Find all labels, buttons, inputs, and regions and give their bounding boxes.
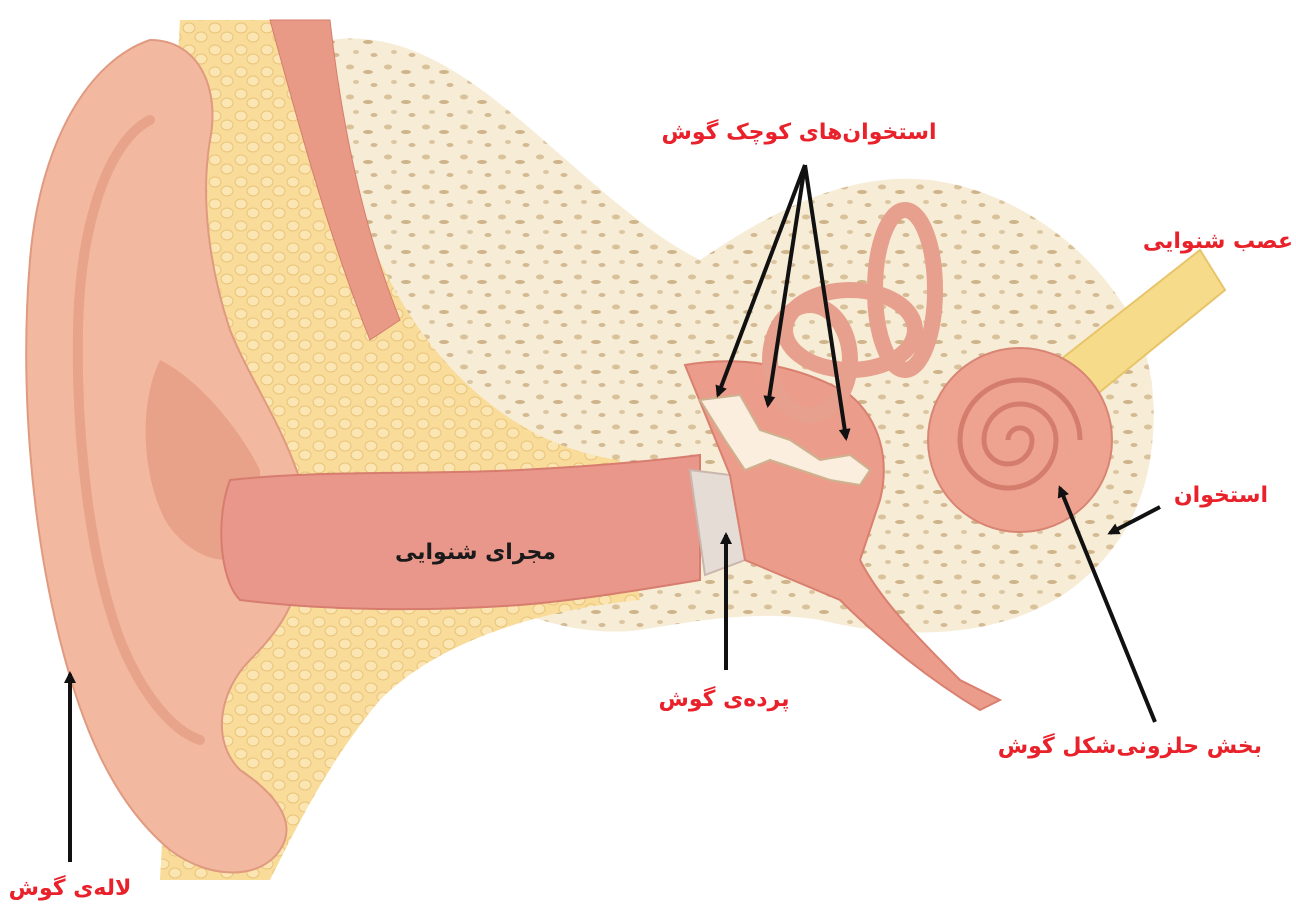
label-ear-canal: مجرای شنوایی: [404, 542, 556, 564]
label-cochlea: بخش حلزونی‌شکل گوش: [1000, 736, 1262, 758]
label-ossicles: استخوان‌های کوچک گوش: [660, 122, 938, 144]
label-eardrum: پرده‌ی گوش: [648, 689, 800, 711]
label-pinna: لاله‌ی گوش: [8, 878, 132, 900]
cochlea: [928, 348, 1112, 532]
ear-canal: [221, 455, 700, 609]
label-bone: استخوان: [1168, 485, 1268, 507]
label-auditory-nerve: عصب شنوایی: [1148, 231, 1293, 253]
